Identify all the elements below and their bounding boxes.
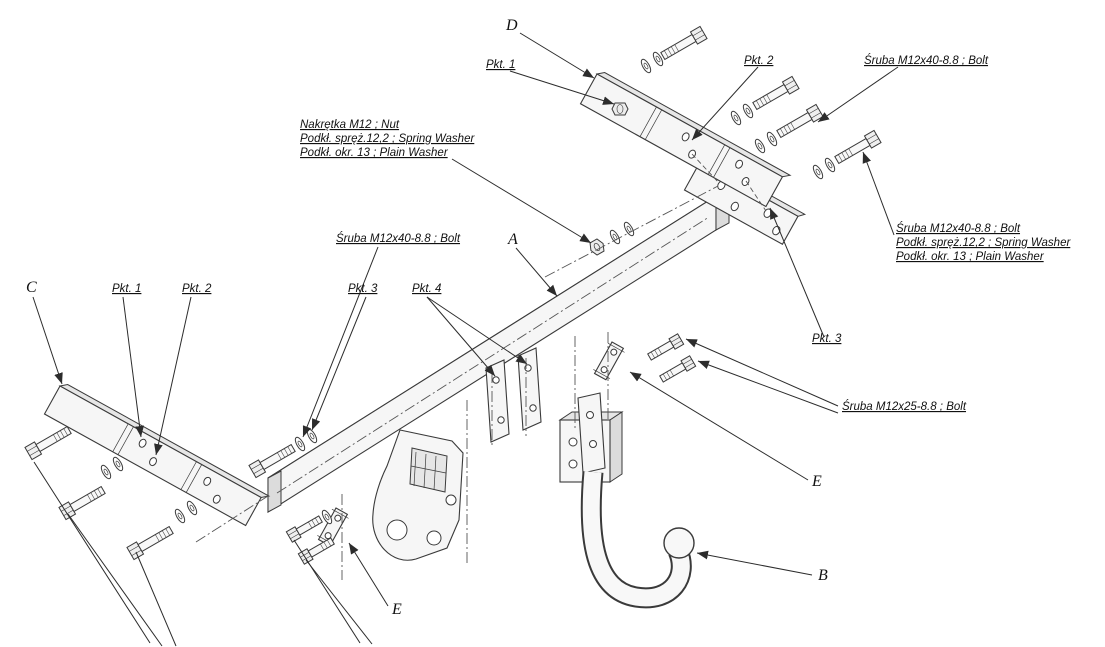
leader-pkt1-top [509, 70, 615, 105]
bolt [774, 103, 824, 141]
washer [110, 455, 126, 473]
leader-pkt2-top [691, 66, 759, 141]
nut [586, 236, 608, 258]
leader-c [32, 296, 63, 385]
bolt-right-block-line1: Śruba M12x40-8.8 ; Bolt [896, 222, 1021, 235]
washer [184, 499, 200, 517]
pkt3-right-label: Pkt. 3 [812, 333, 842, 345]
leader-pkt3-left [311, 296, 367, 431]
leader-pkt2-left [154, 296, 192, 456]
leader-pkt1-left [122, 296, 144, 438]
pkt1-left-label: Pkt. 1 [112, 283, 141, 295]
leader-offscreen-2 [67, 513, 163, 647]
washer [172, 507, 188, 525]
washer [740, 102, 756, 120]
part-label-b: B [818, 567, 828, 584]
leader-m12x25-b [697, 360, 839, 414]
pkt4-left-label: Pkt. 4 [412, 283, 441, 295]
washer [810, 163, 826, 181]
washer [752, 137, 768, 155]
clamp-plate-e-bottom [317, 507, 349, 547]
bolt [657, 355, 697, 385]
part-label-c: C [26, 279, 37, 296]
bolt-right-block-line2: Podkł. spręż.12,2 ; Spring Washer [896, 237, 1071, 249]
washer [292, 435, 308, 453]
part-label-e-bottom: E [391, 601, 402, 618]
hitch-plate [372, 429, 464, 561]
leader-e-bottom [348, 542, 389, 607]
leader-pkt4-b [426, 296, 528, 365]
bolt-top-right-label: Śruba M12x40-8.8 ; Bolt [864, 54, 989, 67]
pkt2-left-label: Pkt. 2 [182, 283, 212, 295]
bolt [58, 483, 108, 521]
nut-callout-line1: Nakrętka M12 ; Nut [300, 119, 400, 131]
bolt [750, 75, 800, 113]
leader-pkt4-a [426, 296, 496, 377]
washer [304, 427, 320, 445]
leader-b [696, 550, 813, 576]
towball-b [577, 392, 695, 609]
bolt [24, 423, 74, 461]
leader-e-right [629, 371, 809, 481]
mount-plate-c [43, 384, 271, 527]
bolt [285, 513, 325, 543]
washer [98, 463, 114, 481]
leader-offscreen-3 [135, 551, 177, 647]
leader-bolt-right-block [862, 151, 895, 236]
mount-plate-d [579, 72, 792, 208]
leader-d [519, 32, 595, 79]
leader-bolt-top-right [817, 66, 899, 123]
nut-callout-line3: Podkł. okr. 13 ; Plain Washer [300, 147, 449, 159]
washer [607, 228, 623, 246]
washer [728, 109, 744, 127]
bolt [658, 25, 708, 63]
part-label-e-right: E [811, 473, 822, 490]
leader-nut-callout [451, 158, 592, 244]
bolt [297, 535, 337, 565]
pkt1-top-label: Pkt. 1 [486, 59, 515, 71]
leader-lines [32, 32, 899, 647]
bolt-m12x25-label: Śruba M12x25-8.8 ; Bolt [842, 400, 967, 413]
crossbar-a [267, 188, 730, 513]
pkt2-top-label: Pkt. 2 [744, 55, 774, 67]
nut-callout-line2: Podkł. spręż.12,2 ; Spring Washer [300, 133, 475, 145]
bolt [645, 333, 685, 363]
washer [822, 156, 838, 174]
washer [638, 57, 654, 75]
clamp-plate-e-right [593, 341, 625, 381]
bolt-left-label: Śruba M12x40-8.8 ; Bolt [336, 232, 461, 245]
bolt-head [611, 102, 629, 116]
tow-ball [663, 527, 695, 559]
leader-m12x25-a [685, 338, 839, 407]
leader-offscreen-5 [305, 559, 373, 645]
leader-offscreen-1 [33, 461, 151, 644]
leader-offscreen-4 [293, 539, 361, 644]
washer [764, 130, 780, 148]
beam-centerline [276, 216, 710, 494]
part-label-a: A [507, 231, 518, 248]
alignment-lines [195, 153, 767, 580]
bolt-right-block-line3: Podkł. okr. 13 ; Plain Washer [896, 251, 1045, 263]
leader-a [515, 247, 558, 297]
pkt3-left-label: Pkt. 3 [348, 283, 378, 295]
leader-pkt3-right [769, 207, 825, 338]
leader-bolt-left [302, 246, 379, 438]
bolt [126, 523, 176, 561]
bolt [832, 129, 882, 167]
labels: D Pkt. 1 Pkt. 2 Śruba M12x40-8.8 ; Bolt … [26, 17, 1071, 618]
washer [621, 220, 637, 238]
part-label-d: D [505, 17, 518, 34]
